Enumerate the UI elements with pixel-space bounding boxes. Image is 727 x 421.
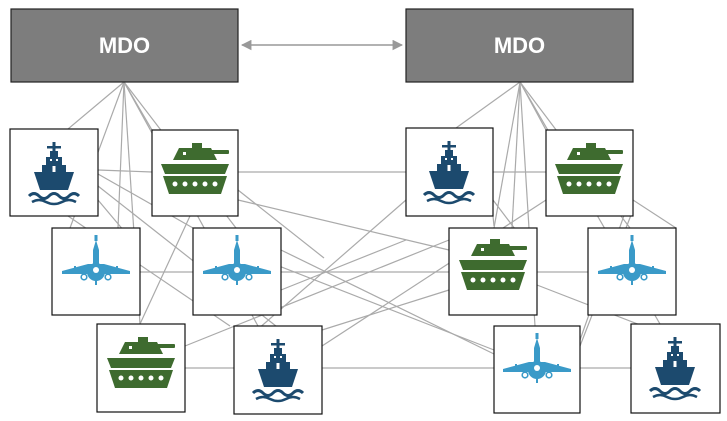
link (237, 199, 450, 251)
node-l2 (151, 129, 239, 217)
link (237, 189, 325, 259)
node-r5 (493, 325, 581, 414)
node-r2 (545, 129, 634, 217)
link (280, 239, 407, 291)
link (117, 81, 125, 229)
mdo-left-box: MDO (10, 8, 239, 83)
link (97, 169, 153, 173)
link (321, 289, 450, 331)
node-l1 (9, 128, 99, 217)
mdo-right-box: MDO (405, 8, 634, 83)
node-r3 (448, 227, 538, 316)
node-r6 (630, 323, 721, 414)
link (67, 81, 125, 130)
mdo-left-label: MDO (99, 33, 150, 58)
node-l5 (96, 323, 186, 413)
link (184, 239, 450, 347)
link (492, 215, 495, 227)
node-r4 (587, 227, 677, 316)
node-r1 (405, 127, 494, 217)
mdo-right-label: MDO (494, 33, 545, 58)
link (455, 81, 521, 129)
link (321, 199, 547, 347)
node-l3 (51, 227, 141, 316)
link (493, 81, 521, 229)
link (97, 173, 194, 229)
link (632, 199, 677, 229)
link (139, 215, 191, 325)
node-l6 (233, 325, 323, 415)
link (233, 199, 407, 351)
link (511, 81, 521, 229)
node-l4 (192, 227, 282, 316)
